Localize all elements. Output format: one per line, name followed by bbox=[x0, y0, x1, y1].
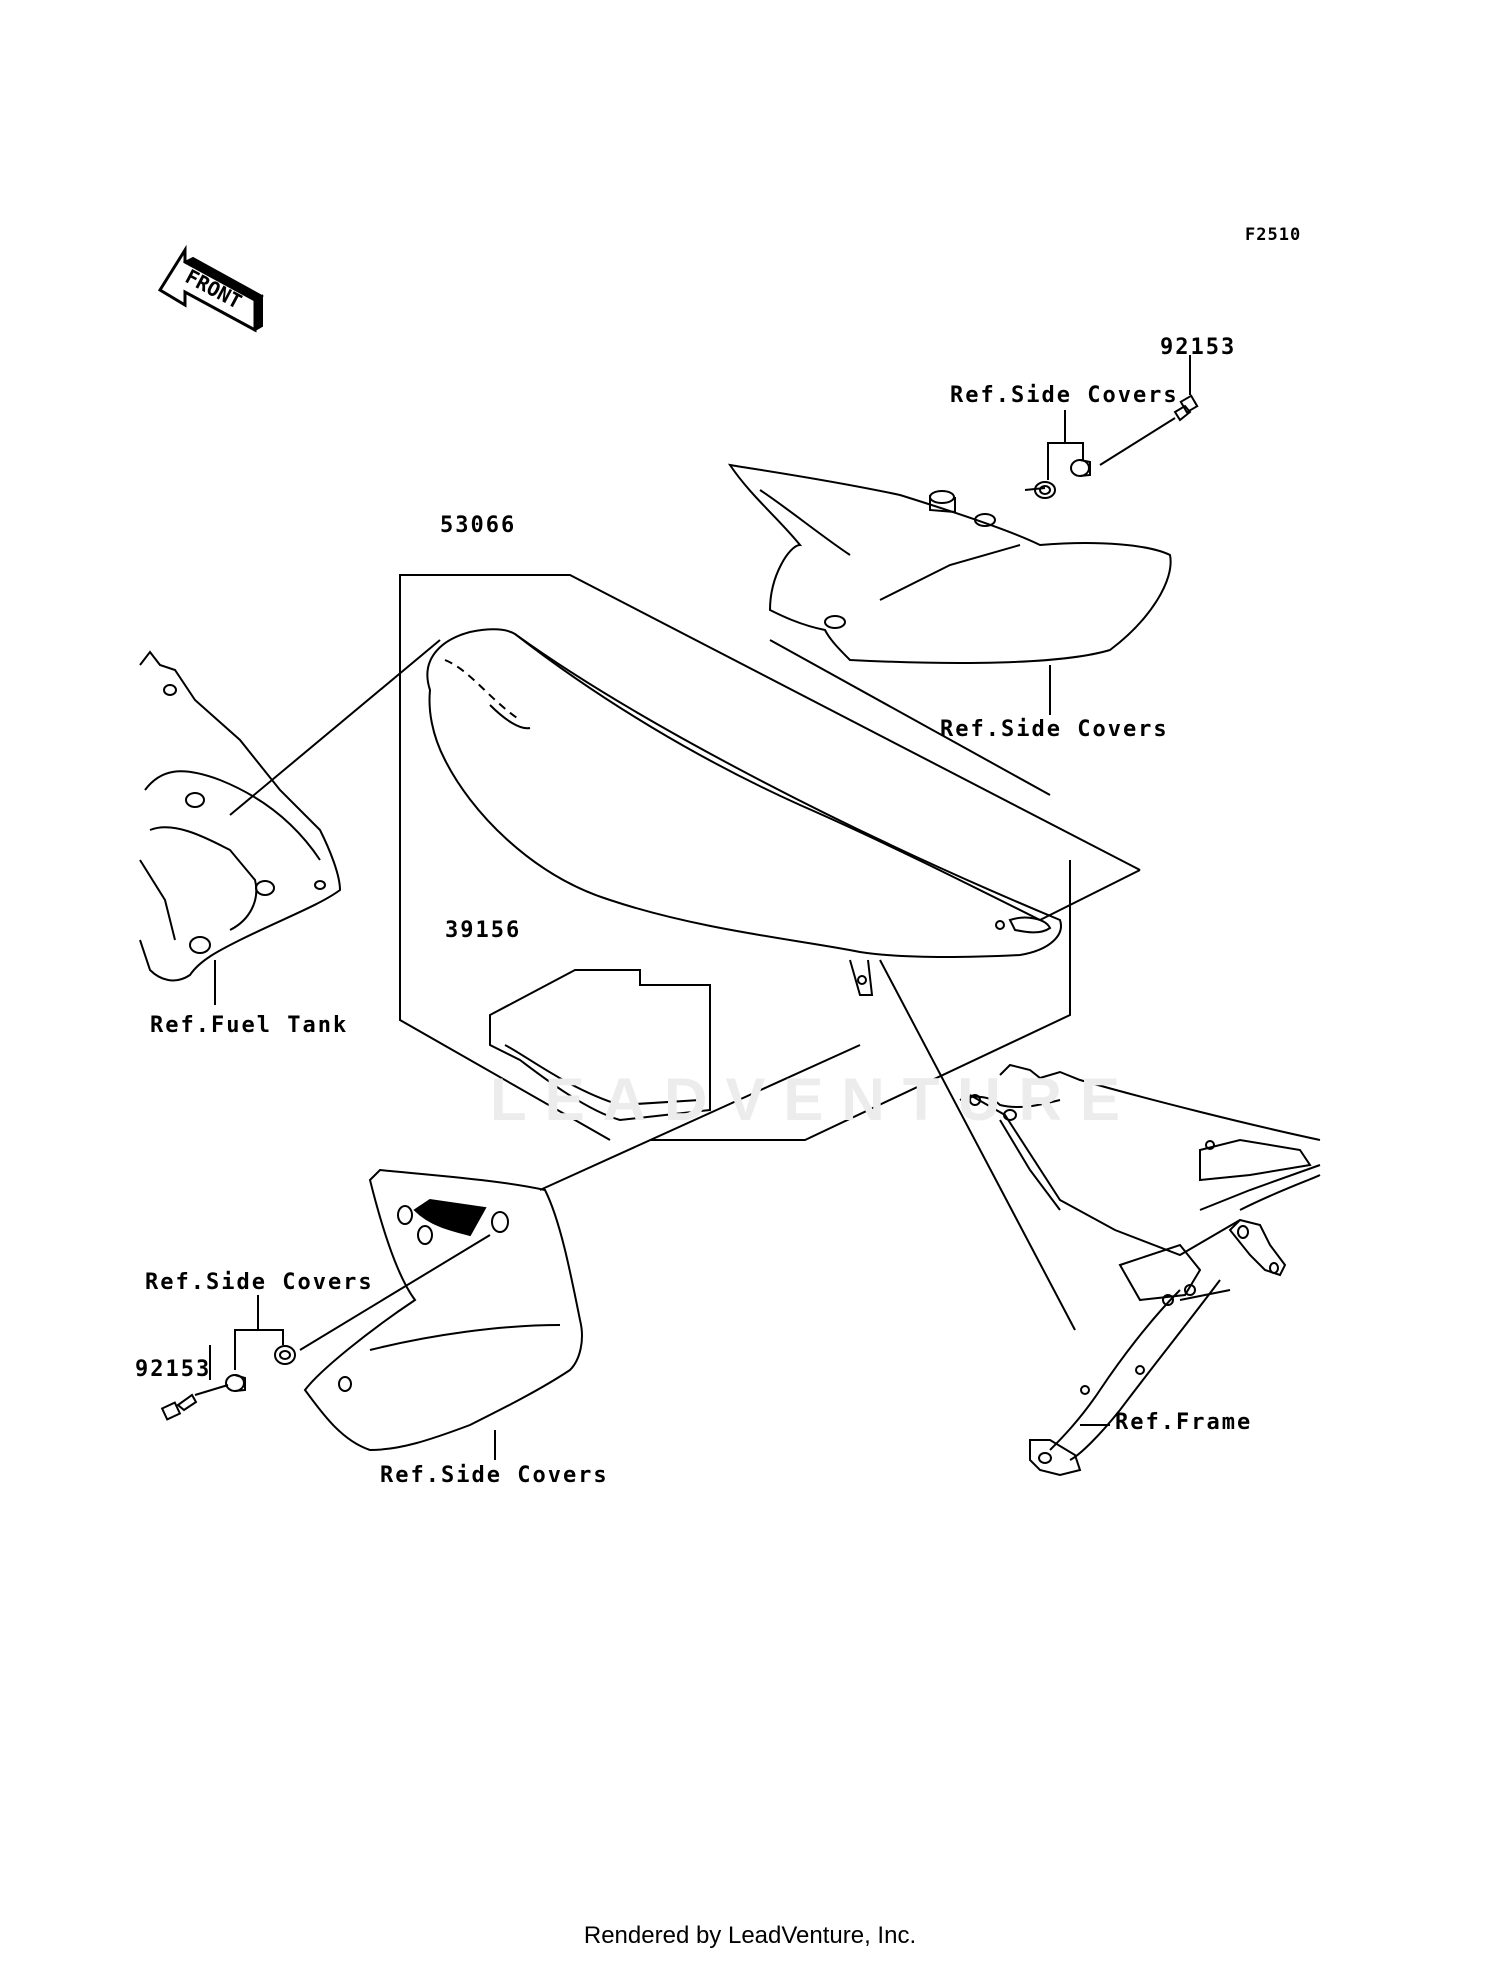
left-washer-icon bbox=[275, 1346, 295, 1364]
top-collar-icon bbox=[1071, 460, 1090, 476]
top-bolt-leader bbox=[1100, 418, 1175, 465]
top-bolt-icon bbox=[1175, 396, 1197, 420]
left-cover-seat-leader bbox=[540, 1045, 860, 1190]
fuel-tank-drawing bbox=[140, 652, 340, 980]
ref-side-covers-top: Ref.Side Covers bbox=[950, 383, 1179, 408]
seat-bracket-lines bbox=[230, 575, 1140, 1330]
footer-credit: Rendered by LeadVenture, Inc. bbox=[583, 1922, 917, 1949]
top-cover-lower-leader bbox=[770, 640, 1050, 795]
ref-fuel-tank: Ref.Fuel Tank bbox=[150, 1013, 349, 1038]
front-arrow-label: FRONT bbox=[181, 264, 245, 313]
top-washer-icon bbox=[1035, 482, 1055, 498]
left-bolt-icon bbox=[162, 1395, 196, 1419]
watermark: LEADVENTURE bbox=[490, 1066, 1139, 1133]
ref-frame: Ref.Frame bbox=[1115, 1410, 1253, 1435]
left-cover-washer-leader bbox=[300, 1235, 490, 1350]
part-number-53066: 53066 bbox=[440, 513, 517, 538]
part-number-39156: 39156 bbox=[445, 918, 522, 943]
left-side-cover-drawing bbox=[305, 1170, 582, 1450]
part-number-92153-top: 92153 bbox=[1160, 335, 1237, 360]
diagram-code: F2510 bbox=[1245, 225, 1302, 245]
left-collar-icon bbox=[226, 1375, 245, 1391]
front-arrow-icon bbox=[160, 250, 262, 330]
ref-side-covers-top-lower: Ref.Side Covers bbox=[940, 717, 1169, 742]
top-side-cover-drawing bbox=[730, 465, 1171, 663]
ref-side-covers-bottom: Ref.Side Covers bbox=[380, 1463, 609, 1488]
seat-drawing bbox=[427, 629, 1061, 995]
ref-side-covers-left: Ref.Side Covers bbox=[145, 1270, 374, 1295]
frame-drawing bbox=[960, 1065, 1320, 1475]
pad-drawing bbox=[490, 970, 710, 1120]
part-number-92153-left: 92153 bbox=[135, 1357, 212, 1382]
left-bolt-leader bbox=[195, 1385, 228, 1395]
